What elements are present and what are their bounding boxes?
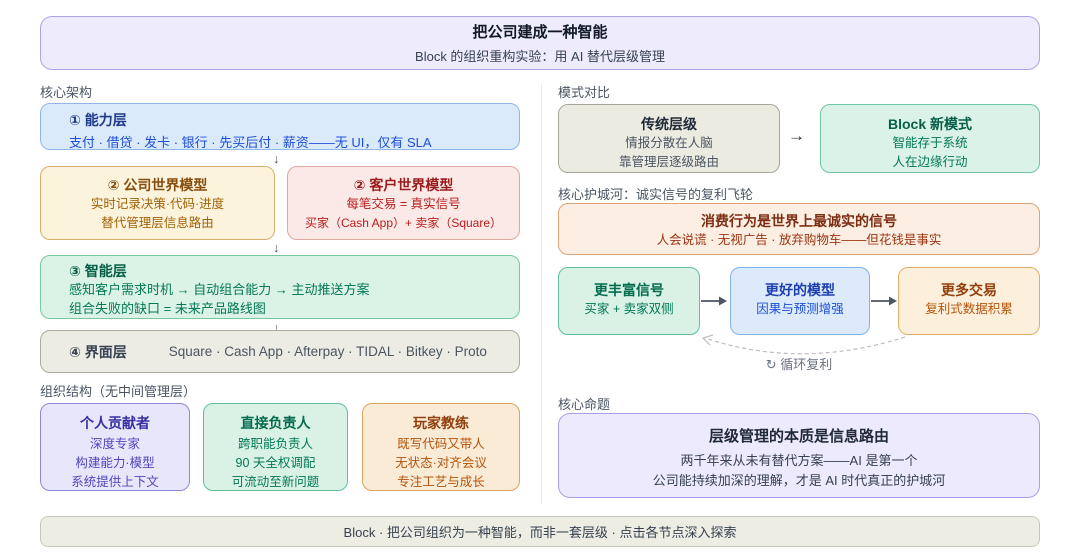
page-title: 把公司建成一种智能 — [472, 24, 608, 41]
header-banner[interactable]: 把公司建成一种智能 Block 的组织重构实验：用 AI 替代层级管理 — [40, 16, 1040, 70]
thesis-section-label: 核心命题 — [558, 397, 611, 412]
organization-section-label: 组织结构（无中间管理层） — [40, 384, 197, 399]
interface-layer-node[interactable]: ④ 界面层 Square · Cash App · Afterpay · TID… — [40, 330, 520, 373]
moat-section-label: 核心护城河：诚实信号的复利飞轮 — [558, 187, 754, 202]
new-model-line2: 人在边缘行动 — [892, 154, 968, 169]
role-player-coach-node[interactable]: 玩家教练 既写代码又带人 无状态·对齐会议 专注工艺与成长 — [362, 403, 520, 491]
flywheel-arrow-icon — [701, 296, 727, 306]
intelligence-layer-line1: 感知客户需求时机 → 自动组合能力 → 主动推送方案 — [69, 282, 370, 297]
role-line: 构建能力·模型 — [75, 455, 155, 470]
role-line: 既写代码又带人 — [397, 437, 485, 451]
honest-signal-node[interactable]: 消费行为是世界上最诚实的信号 人会说谎 · 无视广告 · 放弃购物车——但花钱是… — [558, 203, 1040, 255]
flywheel-title: 更好的模型 — [765, 282, 835, 298]
role-line: 可流动至新问题 — [231, 474, 320, 489]
role-line: 跨职能负责人 — [237, 437, 313, 451]
role-line: 专注工艺与成长 — [397, 474, 485, 489]
flywheel-better-models-node[interactable]: 更好的模型 因果与预测增强 — [730, 267, 870, 335]
company-model-line2: 替代管理层信息路由 — [101, 215, 214, 230]
core-thesis-node[interactable]: 层级管理的本质是信息路由 两千年来从未有替代方案——AI 是第一个 公司能持续加… — [558, 413, 1040, 498]
flywheel-more-transactions-node[interactable]: 更多交易 复利式数据积累 — [898, 267, 1040, 335]
down-arrow-icon: ↓ — [273, 240, 280, 255]
intelligence-layer-node[interactable]: ③ 智能层 感知客户需求时机 → 自动组合能力 → 主动推送方案 组合失败的缺口… — [40, 255, 520, 319]
architecture-section-label: 核心架构 — [40, 85, 93, 100]
role-direct-owner-node[interactable]: 直接负责人 跨职能负责人 90 天全权调配 可流动至新问题 — [203, 403, 348, 491]
intelligence-layer-line2: 组合失败的缺口 = 未来产品路线图 — [69, 300, 266, 316]
company-world-model-node[interactable]: ② 公司世界模型 实时记录决策·代码·进度 替代管理层信息路由 — [40, 166, 275, 240]
customer-model-title: ② 客户世界模型 — [353, 177, 454, 193]
role-line: 系统提供上下文 — [71, 474, 159, 489]
cycle-return-arrow-icon — [701, 334, 906, 355]
customer-model-line1: 每笔交易 = 真实信号 — [346, 197, 461, 211]
company-model-line1: 实时记录决策·代码·进度 — [90, 197, 225, 211]
customer-model-line2: 买家（Cash App）+ 卖家（Square） — [304, 215, 503, 230]
interface-layer-products: Square · Cash App · Afterpay · TIDAL · B… — [168, 344, 487, 359]
traditional-line1: 情报分散在人脑 — [625, 136, 713, 150]
company-model-title: ② 公司世界模型 — [107, 177, 208, 193]
thesis-title: 层级管理的本质是信息路由 — [708, 428, 889, 445]
down-arrow-icon: ↓ — [273, 151, 280, 166]
role-title: 玩家教练 — [413, 415, 469, 431]
capability-layer-title: ① 能力层 — [69, 112, 127, 128]
intelligence-layer-title: ③ 智能层 — [69, 263, 127, 279]
down-arrow-icon: ↓ — [273, 320, 280, 335]
flywheel-arrow-icon — [871, 296, 897, 306]
traditional-hierarchy-node[interactable]: 传统层级 情报分散在人脑 靠管理层逐级路由 — [558, 104, 780, 173]
role-individual-contributor-node[interactable]: 个人贡献者 深度专家 构建能力·模型 系统提供上下文 — [40, 403, 190, 491]
thesis-line1: 两千年来从未有替代方案——AI 是第一个 — [680, 453, 918, 468]
capability-layer-body: 支付 · 借贷 · 发卡 · 银行 · 先买后付 · 薪资——无 UI，仅有 S… — [69, 135, 432, 150]
role-line: 无状态·对齐会议 — [395, 455, 487, 470]
role-line: 90 天全权调配 — [235, 455, 316, 470]
flywheel-line: 买家 + 卖家双侧 — [584, 302, 674, 316]
column-divider — [541, 84, 542, 504]
new-model-title: Block 新模式 — [887, 116, 972, 132]
footer-text: Block · 把公司组织为一种智能，而非一套层级 · 点击各节点深入探索 — [343, 525, 737, 540]
block-new-model-node[interactable]: Block 新模式 智能存于系统 人在边缘行动 — [820, 104, 1040, 173]
flywheel-line: 复利式数据积累 — [925, 302, 1013, 316]
capability-layer-node[interactable]: ① 能力层 支付 · 借贷 · 发卡 · 银行 · 先买后付 · 薪资——无 U… — [40, 103, 520, 150]
role-title: 直接负责人 — [240, 415, 311, 431]
footer-bar[interactable]: Block · 把公司组织为一种智能，而非一套层级 · 点击各节点深入探索 — [40, 516, 1040, 547]
comparison-section-label: 模式对比 — [558, 85, 611, 100]
new-model-line1: 智能存于系统 — [892, 136, 968, 150]
role-title: 个人贡献者 — [80, 415, 150, 431]
flywheel-line: 因果与预测增强 — [756, 302, 844, 316]
honest-signal-title: 消费行为是世界上最诚实的信号 — [701, 213, 897, 229]
customer-world-model-node[interactable]: ② 客户世界模型 每笔交易 = 真实信号 买家（Cash App）+ 卖家（Sq… — [287, 166, 520, 240]
flywheel-title: 更丰富信号 — [594, 282, 664, 298]
traditional-line2: 靠管理层逐级路由 — [618, 154, 719, 169]
interface-layer-title: ④ 界面层 — [69, 343, 127, 360]
cycle-compounding-label: ↻ 循环复利 — [765, 357, 833, 372]
flywheel-richer-signals-node[interactable]: 更丰富信号 买家 + 卖家双侧 — [558, 267, 700, 335]
page-subtitle: Block 的组织重构实验：用 AI 替代层级管理 — [415, 49, 665, 64]
right-arrow-icon: → — [788, 126, 805, 145]
traditional-title: 传统层级 — [641, 116, 697, 132]
role-line: 深度专家 — [89, 437, 140, 451]
honest-signal-line: 人会说谎 · 无视广告 · 放弃购物车——但花钱是事实 — [656, 233, 942, 247]
flywheel-title: 更多交易 — [941, 282, 997, 298]
thesis-line2: 公司能持续加深的理解，才是 AI 时代真正的护城河 — [652, 472, 946, 488]
